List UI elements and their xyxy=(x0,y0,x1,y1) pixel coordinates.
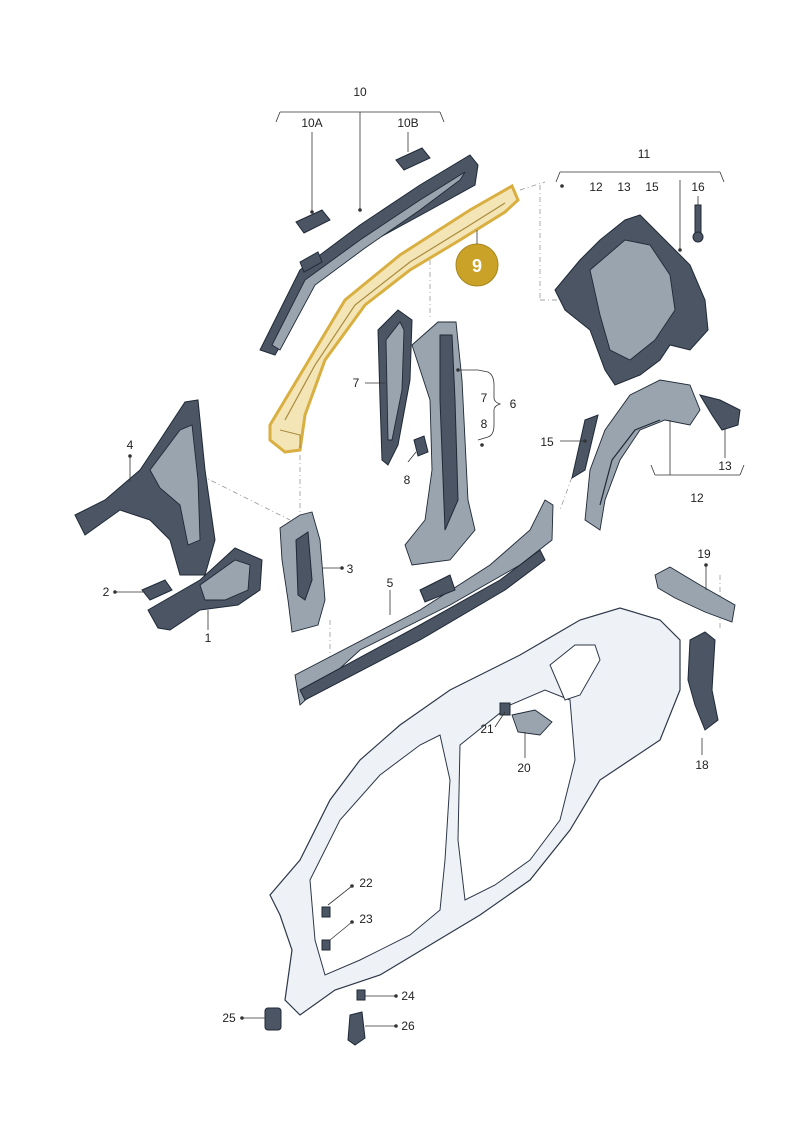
label-3: 3 xyxy=(347,562,354,576)
part-3-reinforcement[interactable] xyxy=(279,511,326,633)
part-15-strip[interactable] xyxy=(571,414,599,480)
label-13-top: 13 xyxy=(617,180,631,194)
label-21: 21 xyxy=(480,722,494,736)
leader-lines xyxy=(115,111,745,1027)
part-21-clip[interactable] xyxy=(499,702,511,716)
leader-dots xyxy=(113,184,708,1028)
label-8-left: 8 xyxy=(404,473,411,487)
part-11-quarter-inner[interactable] xyxy=(554,214,709,386)
label-19: 19 xyxy=(697,547,711,561)
part-8-clip[interactable] xyxy=(413,435,429,457)
part-5-sill[interactable] xyxy=(294,499,554,706)
label-20: 20 xyxy=(517,761,531,775)
label-8-right: 8 xyxy=(481,417,488,431)
label-7-left: 7 xyxy=(353,376,360,390)
part-25-hinge[interactable] xyxy=(264,1007,282,1031)
part-26-hinge[interactable] xyxy=(347,1011,366,1046)
label-13: 13 xyxy=(718,459,732,473)
part-4-a-pillar-lower[interactable] xyxy=(74,399,216,576)
label-23: 23 xyxy=(359,912,373,926)
part-18-rear-panel[interactable] xyxy=(687,631,719,731)
label-15-top: 15 xyxy=(645,180,659,194)
part-12-wheel-housing[interactable] xyxy=(584,379,701,531)
part-16-bolt[interactable] xyxy=(692,204,704,243)
badge-9: 9 xyxy=(455,243,499,287)
label-4: 4 xyxy=(127,438,134,452)
callout-labels: 10 10A 10B 11 12 13 15 16 7 7 8 6 8 4 2 … xyxy=(103,85,732,1033)
label-15: 15 xyxy=(540,435,554,449)
label-18: 18 xyxy=(695,758,709,772)
label-2: 2 xyxy=(103,585,110,599)
part-1-bracket[interactable] xyxy=(147,547,263,631)
label-25: 25 xyxy=(222,1011,236,1025)
part-9-highlighted-reinforcement[interactable] xyxy=(268,183,520,454)
label-11: 11 xyxy=(638,147,651,161)
label-6: 6 xyxy=(510,397,517,411)
body-side-panel[interactable] xyxy=(269,607,681,1016)
label-5: 5 xyxy=(387,576,394,590)
label-16: 16 xyxy=(691,180,705,194)
label-26: 26 xyxy=(401,1019,415,1033)
label-7-right: 7 xyxy=(481,391,488,405)
label-10: 10 xyxy=(353,85,367,99)
part-10-roof-rail[interactable] xyxy=(259,154,479,356)
part-13-bracket[interactable] xyxy=(698,394,741,431)
label-12-top: 12 xyxy=(589,180,603,194)
label-10a: 10A xyxy=(301,116,322,130)
part-7-b-pillar-inner[interactable] xyxy=(377,309,413,466)
part-10a-clip[interactable] xyxy=(295,209,331,273)
label-24: 24 xyxy=(401,989,415,1003)
part-6-b-pillar-outer[interactable] xyxy=(404,321,476,566)
part-10b-clip[interactable] xyxy=(395,147,431,171)
part-24-clip[interactable] xyxy=(356,989,366,1001)
label-22: 22 xyxy=(359,876,373,890)
badge-9-label: 9 xyxy=(472,256,482,276)
part-2-bracket[interactable] xyxy=(141,579,173,601)
label-10b: 10B xyxy=(397,116,418,130)
part-20-bracket[interactable] xyxy=(511,709,553,736)
part-22-clip[interactable] xyxy=(321,906,331,918)
label-12: 12 xyxy=(690,491,704,505)
part-23-clip[interactable] xyxy=(321,939,331,951)
part-19-rear-bracket[interactable] xyxy=(654,566,736,623)
label-1: 1 xyxy=(205,631,212,645)
